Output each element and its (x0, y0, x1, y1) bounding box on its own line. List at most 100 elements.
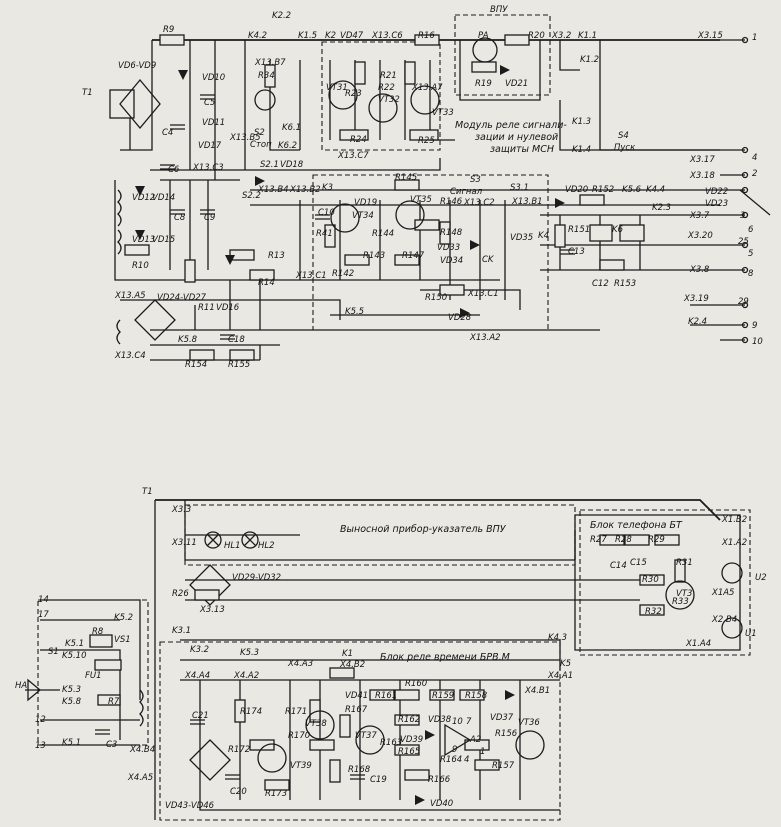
label-K43: K4.3 (548, 633, 567, 643)
label-R23: R23 (345, 89, 362, 99)
label-K62: K6.2 (278, 141, 297, 151)
label-K58b: K5.8 (62, 697, 82, 707)
label-R163: R163 (380, 738, 402, 748)
label-R13: R13 (268, 251, 285, 261)
label-K5: K5 (560, 659, 571, 669)
label-R19: R19 (475, 79, 492, 89)
label-K510: K5.10 (62, 651, 87, 661)
label-VD15: VD15 (152, 235, 175, 245)
label-R147: R147 (402, 251, 425, 261)
label-R32: R32 (645, 607, 662, 617)
label-VD39: VD39 (400, 735, 423, 745)
label-VD43VD46: VD43-VD46 (165, 801, 215, 811)
label-K32: K3.2 (190, 645, 209, 655)
label-n9b: 9 (452, 745, 457, 755)
label-R168: R168 (348, 765, 371, 775)
label-R142: R142 (332, 269, 354, 279)
label-K31: K3.1 (172, 626, 191, 636)
label-VT39: VT39 (290, 761, 312, 771)
label-K2: K2 (325, 31, 336, 41)
label-R167: R167 (345, 705, 368, 715)
label-VD17: VD17 (198, 141, 222, 151)
label-S3: S3 (470, 175, 481, 185)
label-T1: T1 (82, 88, 93, 98)
label-C6: C6 (168, 165, 180, 175)
label-R174: R174 (240, 707, 262, 717)
label-U2: U2 (755, 573, 767, 583)
label-K13: K1.3 (572, 117, 591, 127)
label-VD37: VD37 (490, 713, 514, 723)
bottom-section-dashed-boxes (37, 504, 751, 821)
label-R144: R144 (372, 229, 394, 239)
label-VD22: VD22 (705, 187, 728, 197)
label-R7: R7 (108, 697, 120, 707)
label-VD47: VD47 (340, 31, 364, 41)
label-n3: 3 (740, 211, 745, 221)
label-K58: K5.8 (178, 335, 198, 345)
label-HA: HA (15, 681, 27, 691)
label-X4A2: X4.A2 (233, 671, 259, 681)
label-R170: R170 (288, 731, 310, 741)
label-R29: R29 (648, 535, 665, 545)
label-R157: R157 (492, 761, 515, 771)
label-VT33: VT33 (432, 108, 454, 118)
label-R171: R171 (285, 707, 307, 717)
label-X13C1: X13.C1 (295, 271, 327, 281)
label-K55: K5.5 (345, 307, 364, 317)
label-R160: R160 (405, 679, 427, 689)
label-VD35: VD35 (510, 233, 533, 243)
label-C10: C10 (318, 208, 335, 218)
label-K23: K2.3 (652, 203, 671, 213)
label-R166: R166 (428, 775, 451, 785)
label-R156: R156 (495, 729, 518, 739)
label-X2B4: X2.B4 (711, 615, 737, 625)
label-VT38: VT38 (305, 719, 327, 729)
label-K61: K6.1 (282, 123, 301, 133)
label-K15: K1.5 (298, 31, 317, 41)
label-VD10: VD10 (202, 73, 225, 83)
label-VD21: VD21 (505, 79, 528, 89)
label-K24: K2.4 (688, 317, 707, 327)
label-K14: K1.4 (572, 145, 591, 155)
label-R28: R28 (615, 535, 632, 545)
label-VT37: VT37 (355, 731, 377, 741)
label-Signal: Сигнал (450, 187, 483, 197)
label-X13B4: X13.B4 (257, 185, 289, 195)
label-R152: R152 (592, 185, 614, 195)
label-S31: S3.1 (510, 183, 529, 193)
bottom-section-components (27, 531, 743, 805)
label-R14: R14 (258, 278, 275, 288)
labels: T1 VD6-VD9 R9 VD10 C5 VD11 C4 VD17 X13.B… (15, 5, 767, 811)
label-R16: R16 (418, 31, 435, 41)
label-VD28: VD28 (448, 313, 472, 323)
label-R34: R34 (258, 71, 275, 81)
label-C19: C19 (370, 775, 387, 785)
label-n6: 6 (748, 225, 754, 235)
label-VD41: VD41 (345, 691, 368, 701)
label-FU1: FU1 (85, 671, 102, 681)
label-n1b: 1 (480, 747, 485, 757)
label-VT3: VT3 (676, 589, 692, 599)
label-R10: R10 (132, 261, 149, 271)
label-n29: 29 (738, 297, 749, 307)
label-K22: K2.2 (272, 11, 291, 21)
label-VD33: VD33 (437, 243, 460, 253)
label-n10b: 10 (452, 717, 463, 727)
label-R22: R22 (378, 83, 395, 93)
label-X311: X3.11 (171, 538, 197, 548)
label-VT34: VT34 (352, 211, 374, 221)
label-X13C6: X13.C6 (371, 31, 403, 41)
label-R20: R20 (528, 31, 545, 41)
label-X317: X3.17 (689, 155, 715, 165)
label-VD6VD9: VD6-VD9 (118, 61, 156, 71)
label-C18: C18 (228, 335, 245, 345)
label-S21: S2.1 (260, 160, 279, 170)
label-R41: R41 (316, 229, 333, 239)
label-VD19: VD19 (354, 198, 377, 208)
label-n4: 4 (752, 153, 757, 163)
label-X1A5: X1A5 (711, 588, 734, 598)
label-C20: C20 (230, 787, 247, 797)
label-A2: A2 (469, 735, 481, 745)
label-VD40: VD40 (430, 799, 453, 809)
label-R24: R24 (350, 135, 367, 145)
